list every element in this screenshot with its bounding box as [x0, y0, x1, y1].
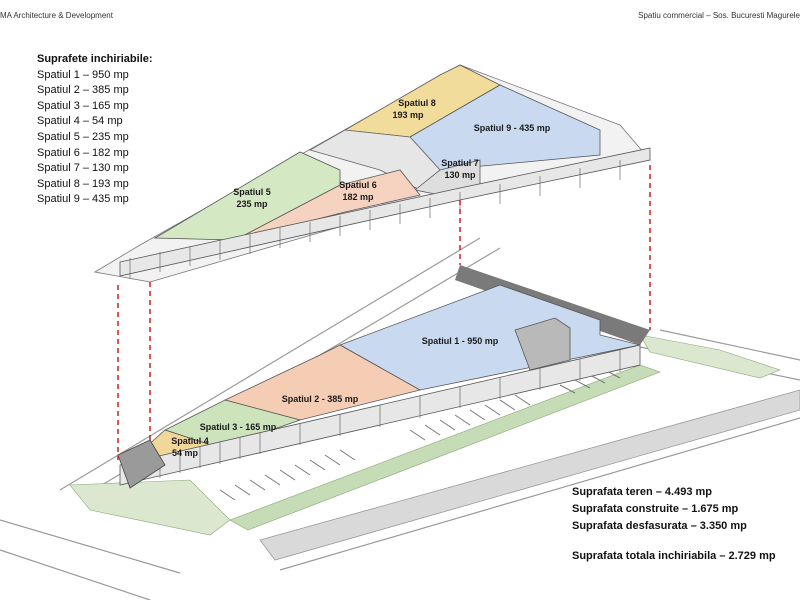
- green-strip-right: [639, 334, 781, 379]
- upper-facade: [119, 147, 651, 277]
- upper-glazing: [129, 160, 621, 278]
- legend-item: Spatiul 1 – 950 mp: [37, 68, 129, 81]
- legend-item: Spatiul 8 – 193 mp: [37, 177, 129, 190]
- stat-built-area: Suprafata construite – 1.675 mp: [572, 502, 739, 515]
- parking-stalls: [219, 369, 621, 501]
- upper-floor-building: [93, 64, 651, 283]
- stat-total-rentable: Suprafata totala inchiriabila – 2.729 mp: [572, 550, 776, 563]
- stat-land-area: Suprafata teren – 4.493 mp: [572, 486, 713, 498]
- header-company: MA Architecture & Development: [0, 11, 113, 20]
- legend-item: Spatiul 3 – 165 mp: [37, 99, 129, 112]
- legend-item: Spatiul 9 – 435 mp: [37, 193, 129, 206]
- area-summary: Suprafata teren – 4.493 mp Suprafata con…: [572, 484, 776, 565]
- label-s3: Spatiul 3 - 165 mp: [200, 422, 277, 432]
- legend-item: Spatiul 2 – 385 mp: [37, 84, 129, 97]
- ground-floor-building: [117, 265, 650, 489]
- legend-item: Spatiul 4 – 54 mp: [37, 115, 123, 128]
- road-edge-upper: [0, 519, 181, 600]
- header-project: Spatiu commercial – Sos. Bucuresti Magur…: [638, 11, 800, 20]
- green-strip-lower: [229, 364, 661, 531]
- label-s9: Spatiul 9 - 435 mp: [474, 123, 551, 133]
- alignment-leaders: [117, 165, 651, 460]
- legend-item: Spatiul 5 – 235 mp: [37, 130, 129, 143]
- legend-item: Spatiul 6 – 182 mp: [37, 146, 129, 159]
- stat-gross-area: Suprafata desfasurata – 3.350 mp: [572, 519, 747, 532]
- gray-road-band: [259, 389, 800, 561]
- green-strip-left: [69, 479, 231, 536]
- stats-spacer: [572, 534, 776, 548]
- rentable-areas-legend: Suprafete inchiriabile: Spatiul 1 – 950 …: [37, 52, 153, 208]
- label-s2: Spatiul 2 - 385 mp: [282, 394, 359, 404]
- legend-item: Spatiul 7 – 130 mp: [37, 162, 129, 175]
- escalator-core: [514, 317, 571, 371]
- label-s1: Spatiul 1 - 950 mp: [422, 336, 499, 346]
- corner-stair: [117, 439, 166, 489]
- legend-title: Suprafete inchiriabile:: [37, 53, 153, 65]
